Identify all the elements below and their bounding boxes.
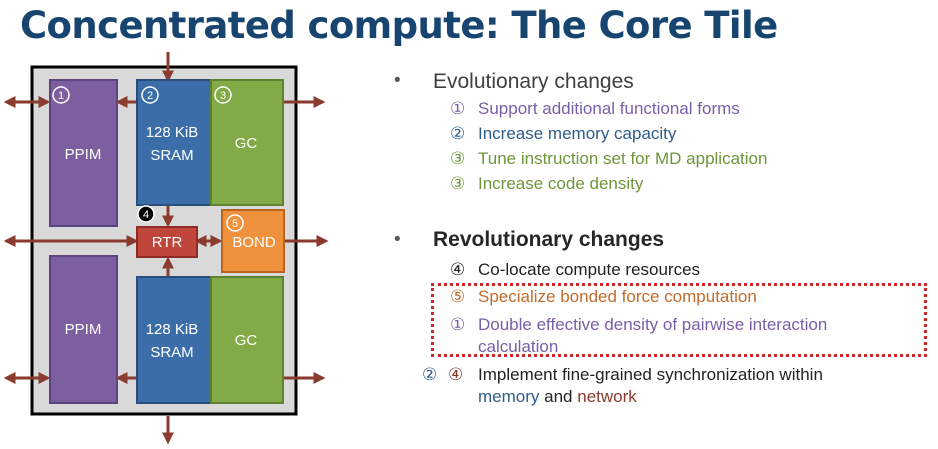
marker-2-sram: 2 (141, 86, 159, 104)
gc-bottom-block (210, 276, 284, 404)
rev-item-4-and: and (544, 387, 573, 406)
rev-item-2-text: Specialize bonded force computation (478, 287, 757, 306)
svg-text:3: 3 (220, 90, 226, 102)
evo-item-3: ③ Tune instruction set for MD application (450, 148, 767, 170)
connection-arrows (3, 52, 329, 445)
rev-item-1: ④ Co-locate compute resources (450, 259, 700, 281)
slide-title: Concentrated compute: The Core Tile (20, 4, 778, 47)
rev-item-2: ⑤ Specialize bonded force computation (450, 286, 757, 308)
marker-3-gc: 3 (214, 86, 232, 104)
evo-item-1-text: Support additional functional forms (478, 99, 740, 118)
evo-item-3-num: ③ (450, 149, 466, 168)
marker-5-bond: 5 (226, 214, 244, 232)
evo-item-4: ③ Increase code density (450, 173, 643, 195)
rev-item-3-cont: calculation (478, 336, 558, 358)
evo-item-3-text: Tune instruction set for MD application (478, 149, 768, 168)
rtr-label: RTR (152, 234, 183, 251)
revolutionary-heading: Revolutionary changes (433, 228, 665, 251)
sram-bottom-label-line2: SRAM (150, 344, 193, 361)
core-tile-diagram: PPIM 128 KiB SRAM GC RTR BOND PPIM 128 K… (3, 52, 329, 445)
svg-text:5: 5 (232, 218, 238, 230)
evo-item-2-num: ② (450, 124, 466, 143)
sram-top-label-line1: 128 KiB (146, 124, 199, 141)
highlight-box (431, 283, 927, 357)
gc-top-label: GC (235, 135, 258, 152)
bond-label: BOND (232, 234, 276, 251)
marker-4-rtr: 4 (137, 205, 155, 223)
rev-item-3-text-line1: Double effective density of pairwise int… (478, 315, 828, 334)
gc-bottom-label: GC (235, 332, 258, 349)
rev-item-4-text: Implement fine-grained synchronization w… (478, 365, 823, 384)
rev-item-3: ① Double effective density of pairwise in… (450, 314, 827, 336)
bullet-marker-evolutionary: • (394, 70, 401, 91)
rev-item-1-text: Co-locate compute resources (478, 260, 701, 279)
svg-text:2: 2 (147, 90, 153, 102)
ppim-top-label: PPIM (65, 146, 102, 163)
rev-item-4-num-a: ② (422, 365, 438, 384)
sram-top-label-line2: SRAM (150, 147, 193, 164)
rtr-block (136, 226, 198, 258)
evo-item-1: ① Support additional functional forms (450, 98, 740, 120)
rev-item-4-num-b: ④ (448, 365, 464, 384)
ppim-bottom-label: PPIM (65, 321, 102, 338)
evo-item-2: ② Increase memory capacity (450, 123, 676, 145)
rev-item-4-network: network (577, 387, 637, 406)
evo-item-2-text: Increase memory capacity (478, 124, 677, 143)
rev-item-2-num: ⑤ (450, 287, 466, 306)
ppim-top-block (49, 79, 118, 227)
evo-item-4-num: ③ (450, 174, 466, 193)
rev-item-4-cont: memory and network (478, 386, 637, 408)
sram-bottom-block (136, 276, 212, 404)
marker-1-ppim: 1 (52, 86, 70, 104)
ppim-bottom-block (49, 255, 118, 404)
rev-item-3-num: ① (450, 315, 466, 334)
evo-item-4-text: Increase code density (478, 174, 644, 193)
rev-item-4-memory: memory (478, 387, 540, 406)
rev-item-1-num: ④ (450, 260, 466, 279)
sram-bottom-label-line1: 128 KiB (146, 321, 199, 338)
evo-item-1-num: ① (450, 99, 466, 118)
evolutionary-heading: Evolutionary changes (433, 70, 634, 93)
bullet-marker-revolutionary: • (394, 229, 401, 250)
svg-text:1: 1 (58, 90, 64, 102)
rev-item-3-text-line2: calculation (478, 337, 559, 356)
svg-text:4: 4 (143, 209, 149, 221)
